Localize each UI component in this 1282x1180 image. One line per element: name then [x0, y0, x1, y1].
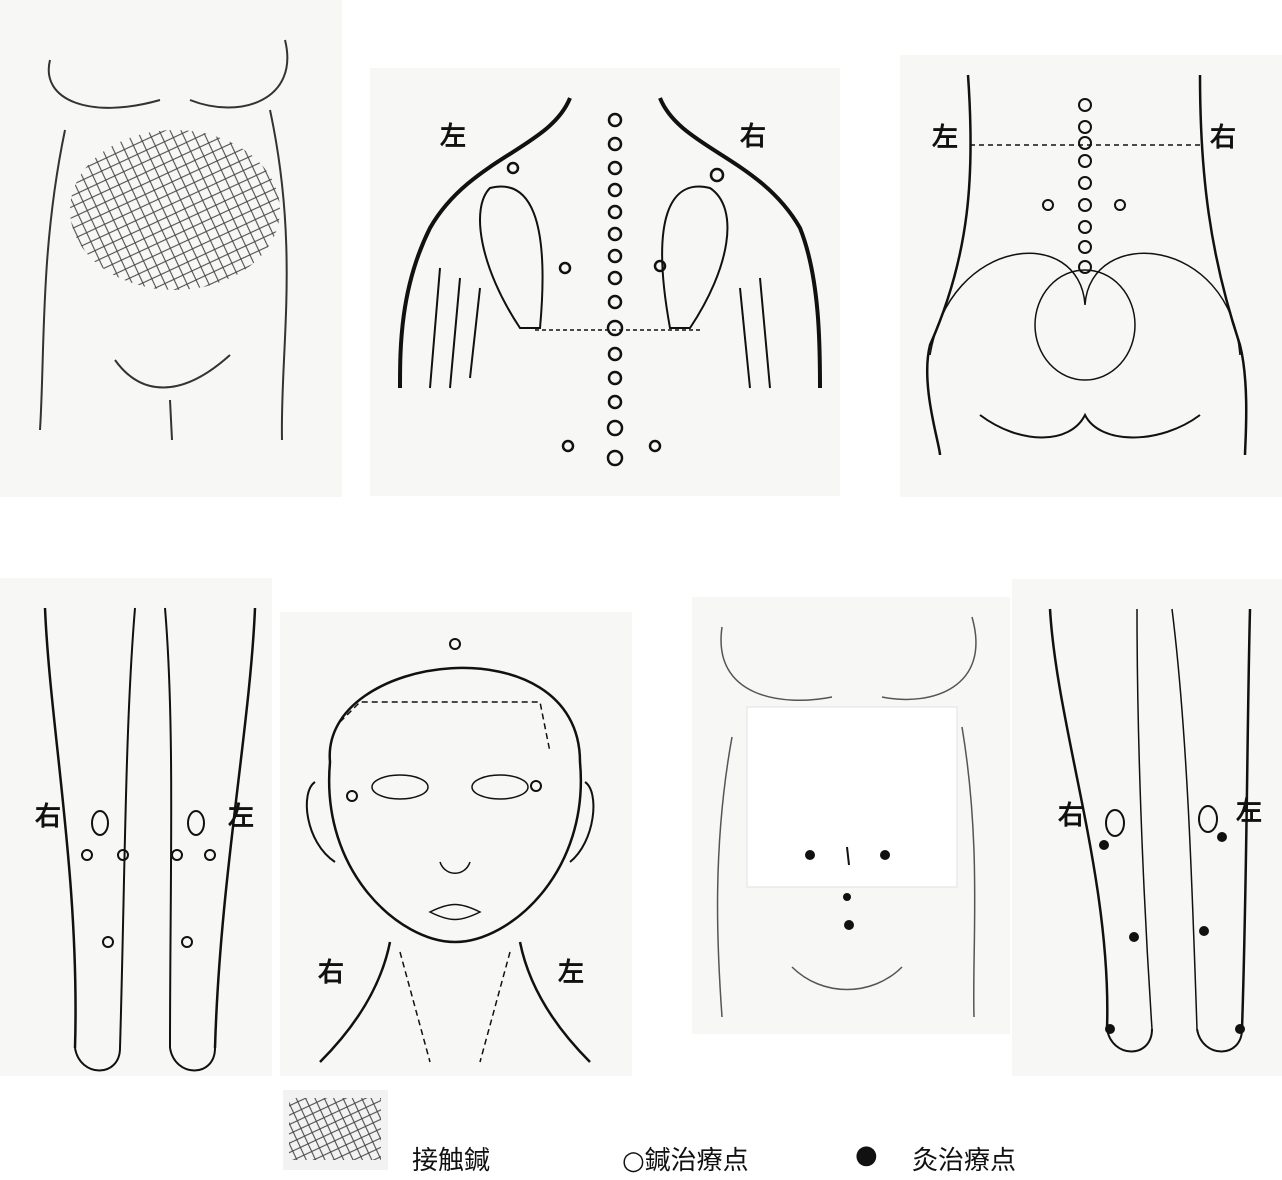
legs2-left-label: 左: [1236, 791, 1262, 828]
legs1-right-label: 右: [35, 796, 61, 833]
needle-points-legs-moxa-panel: [1106, 806, 1217, 836]
moxa-points-legs: [1099, 832, 1245, 1034]
legend-needle-point-label: ○鍼治療点: [622, 1140, 749, 1177]
face-figure: [280, 612, 632, 1076]
legs-needle-panel: 右 左: [0, 578, 272, 1076]
face-panel: 右 左: [280, 612, 632, 1076]
needle-points-spine: [508, 114, 723, 465]
lumbar-right-label: 右: [1210, 117, 1236, 154]
legs-moxa-panel: 右 左: [1012, 579, 1282, 1076]
lumbar-left-label: 左: [932, 117, 958, 154]
face-right-label: 右: [318, 952, 344, 989]
legend-hatch-pattern: [283, 1090, 388, 1170]
legs1-left-label: 左: [228, 796, 254, 833]
face-left-label: 左: [558, 952, 584, 989]
legend-moxa-point-label: 灸治療点: [912, 1140, 1016, 1177]
legend-hatch-swatch: [283, 1090, 388, 1170]
abdomen-contact-figure: [0, 0, 342, 497]
abdomen-moxa-figure: [692, 597, 1010, 1034]
legend-moxa-marker: ●: [855, 1140, 878, 1170]
legs2-right-label: 右: [1058, 795, 1084, 832]
contact-needle-area: [70, 130, 280, 290]
upper-back-panel: 左 右: [370, 68, 840, 496]
lumbar-panel: 左 右: [900, 55, 1282, 497]
needle-points-lumbar: [1043, 99, 1125, 273]
legend-contact-needle-label: 接触鍼: [412, 1140, 490, 1177]
abdomen-contact-panel: [0, 0, 342, 497]
abdomen-moxa-panel: [692, 597, 1010, 1034]
upper-back-left-label: 左: [440, 116, 466, 153]
needle-points-legs: [82, 811, 215, 947]
upper-back-right-label: 右: [740, 116, 766, 153]
